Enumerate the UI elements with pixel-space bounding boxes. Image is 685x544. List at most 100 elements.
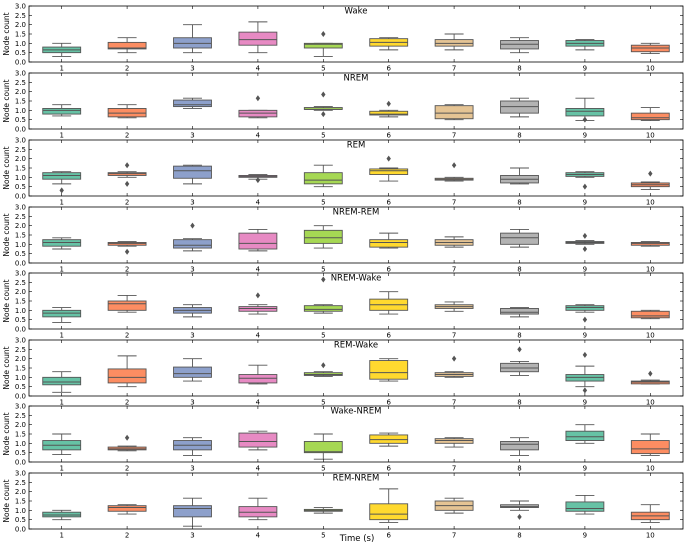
x-tick-label: 6 [386, 465, 391, 473]
box-9: 9 [565, 406, 605, 473]
iqr-box [173, 239, 212, 249]
y-tick-label: 0.5 [15, 516, 26, 524]
y-tick-label: 2.5 [15, 12, 26, 20]
x-tick-label: 3 [190, 399, 194, 407]
x-tick-label: 7 [452, 199, 456, 207]
panel-title: NREM [344, 74, 369, 84]
box-5: 5 [303, 406, 343, 473]
x-tick-label: 1 [59, 266, 63, 274]
iqr-box [565, 430, 605, 441]
outlier-point [451, 162, 457, 169]
box-1: 1 [42, 340, 82, 407]
outlier-point [321, 31, 326, 37]
iqr-box [630, 112, 670, 121]
x-tick-label: 2 [125, 332, 129, 340]
y-axis-label: Node count [2, 146, 11, 189]
x-tick-label: 9 [583, 465, 587, 473]
y-tick-label: 0.0 [15, 126, 26, 134]
x-tick-label: 7 [452, 65, 456, 73]
y-tick-label: 0.5 [15, 449, 26, 457]
outlier-point [582, 387, 588, 394]
x-tick-label: 5 [321, 266, 325, 274]
x-tick-label: 5 [321, 332, 325, 340]
outlier-point [255, 292, 261, 299]
outlier-point [124, 162, 130, 169]
y-tick-label: 3.0 [15, 137, 26, 145]
y-tick-label: 0.0 [15, 59, 26, 67]
iqr-box [369, 239, 409, 248]
x-tick-label: 10 [646, 465, 655, 473]
x-tick-label: 6 [386, 332, 391, 340]
x-tick-label: 5 [321, 465, 325, 473]
box-7: 7 [434, 273, 474, 340]
box-5: 5 [303, 207, 343, 274]
x-tick-label: 1 [59, 399, 63, 407]
box-10: 10 [630, 273, 670, 340]
y-tick-label: 0.5 [15, 183, 26, 191]
iqr-box [173, 505, 212, 518]
box-8: 8 [500, 140, 539, 207]
box-9: 9 [565, 6, 605, 73]
y-tick-label: 1.0 [15, 374, 26, 382]
y-tick-label: 3.0 [15, 70, 26, 78]
iqr-box [173, 99, 212, 108]
box-2: 2 [107, 473, 147, 540]
outlier-point [582, 351, 588, 358]
box-6: 6 [369, 406, 409, 473]
x-tick-label: 10 [646, 266, 655, 274]
x-tick-label: 6 [386, 399, 391, 407]
box-1: 1 [42, 140, 82, 207]
x-tick-label: 8 [517, 465, 521, 473]
box-6: 6 [369, 340, 409, 407]
box-9: 9 [565, 473, 605, 540]
panel-title: REM-NREM [333, 474, 380, 484]
box-5: 5 [303, 473, 343, 540]
box-1: 1 [42, 473, 82, 540]
x-tick-label: 2 [125, 65, 129, 73]
y-tick-label: 3.0 [15, 204, 26, 212]
box-5: 5 [303, 273, 343, 340]
iqr-box [500, 441, 539, 451]
y-axis-label: Node count [2, 12, 11, 55]
x-tick-label: 6 [386, 199, 391, 207]
x-tick-label: 3 [190, 132, 194, 140]
x-tick-label: 3 [190, 465, 194, 473]
box-3: 3 [173, 207, 212, 274]
y-tick-label: 0.5 [15, 116, 26, 124]
x-tick-label: 3 [190, 332, 194, 340]
y-tick-label: 2.0 [15, 88, 26, 96]
y-tick-label: 3.0 [15, 403, 26, 411]
y-axis-label: Node count [2, 479, 11, 522]
x-tick-label: 2 [125, 465, 129, 473]
box-6: 6 [369, 6, 409, 73]
box-9: 9 [565, 340, 605, 407]
y-tick-label: 2.5 [15, 213, 26, 221]
y-tick-label: 1.0 [15, 507, 26, 515]
x-tick-label: 7 [452, 266, 456, 274]
x-axis-label: Time (s) [339, 534, 375, 544]
box-5: 5 [303, 340, 343, 407]
x-tick-label: 9 [583, 399, 587, 407]
y-tick-label: 1.5 [15, 232, 26, 240]
y-tick-label: 0.5 [15, 383, 26, 391]
y-tick-label: 1.0 [15, 241, 26, 249]
x-tick-label: 7 [452, 332, 456, 340]
box-2: 2 [107, 406, 147, 473]
y-tick-label: 2.0 [15, 288, 26, 296]
x-tick-label: 9 [583, 65, 587, 73]
box-2: 2 [107, 6, 147, 73]
outlier-point [648, 170, 653, 177]
x-tick-label: 5 [321, 399, 325, 407]
x-tick-label: 7 [452, 399, 456, 407]
panel-title: REM-Wake [334, 341, 378, 351]
box-2: 2 [107, 273, 147, 340]
box-1: 1 [42, 406, 82, 473]
x-tick-label: 4 [256, 532, 261, 540]
box-4: 4 [238, 473, 278, 540]
box-8: 8 [500, 207, 539, 274]
box-2: 2 [107, 340, 147, 407]
